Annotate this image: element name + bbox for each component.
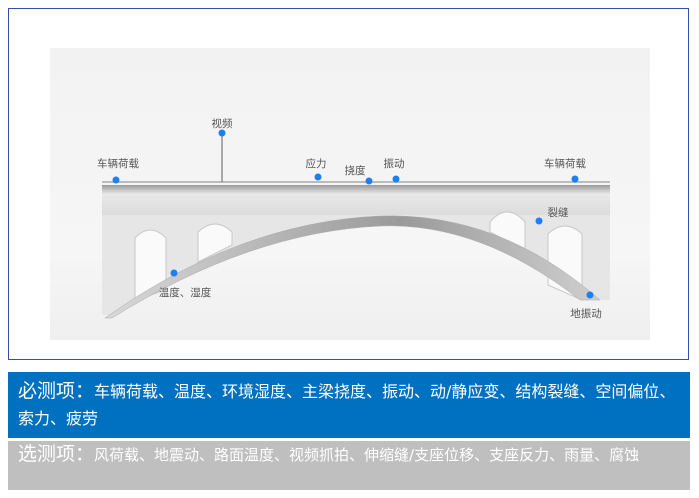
marker-vehicle-load-right bbox=[571, 175, 579, 183]
marker-stress bbox=[314, 173, 322, 181]
required-items-banner: 必测项：车辆荷载、温度、环境湿度、主梁挠度、振动、动/静应变、结构裂缝、空间偏位… bbox=[8, 372, 690, 438]
marker-deflection bbox=[365, 177, 373, 185]
marker-ground-vibration bbox=[586, 291, 594, 299]
label-vehicle-load-right: 车辆荷载 bbox=[544, 158, 586, 170]
label-temp-humidity: 温度、湿度 bbox=[158, 287, 212, 299]
label-ground-vibration: 地振动 bbox=[570, 308, 602, 320]
optional-heading: 选测项： bbox=[18, 443, 95, 465]
label-crack: 裂缝 bbox=[547, 207, 569, 219]
main-arch bbox=[104, 215, 601, 319]
marker-temp-humidity bbox=[170, 269, 178, 277]
optional-items-text: 风荷载、地震动、路面温度、视频抓拍、伸缩缝/支座位移、支座反力、雨量、腐蚀 bbox=[94, 446, 640, 464]
label-deflection: 挠度 bbox=[344, 165, 366, 177]
marker-vibration bbox=[392, 175, 400, 183]
label-vibration: 振动 bbox=[383, 158, 405, 170]
bridge-illustration bbox=[102, 129, 610, 319]
label-video: 视频 bbox=[211, 118, 233, 130]
label-vehicle-load-left: 车辆荷载 bbox=[97, 158, 139, 170]
required-items-text: 车辆荷载、温度、环境湿度、主梁挠度、振动、动/静应变、结构裂缝、空间偏位、索力、… bbox=[18, 382, 676, 428]
required-heading: 必测项： bbox=[18, 380, 95, 402]
marker-vehicle-load-left bbox=[112, 176, 120, 184]
optional-items-banner: 选测项：风荷载、地震动、路面温度、视频抓拍、伸缩缝/支座位移、支座反力、雨量、腐… bbox=[8, 441, 690, 490]
label-stress: 应力 bbox=[305, 158, 327, 170]
bridge-deck bbox=[102, 185, 610, 215]
marker-crack bbox=[535, 217, 543, 225]
marker-video bbox=[218, 129, 226, 137]
